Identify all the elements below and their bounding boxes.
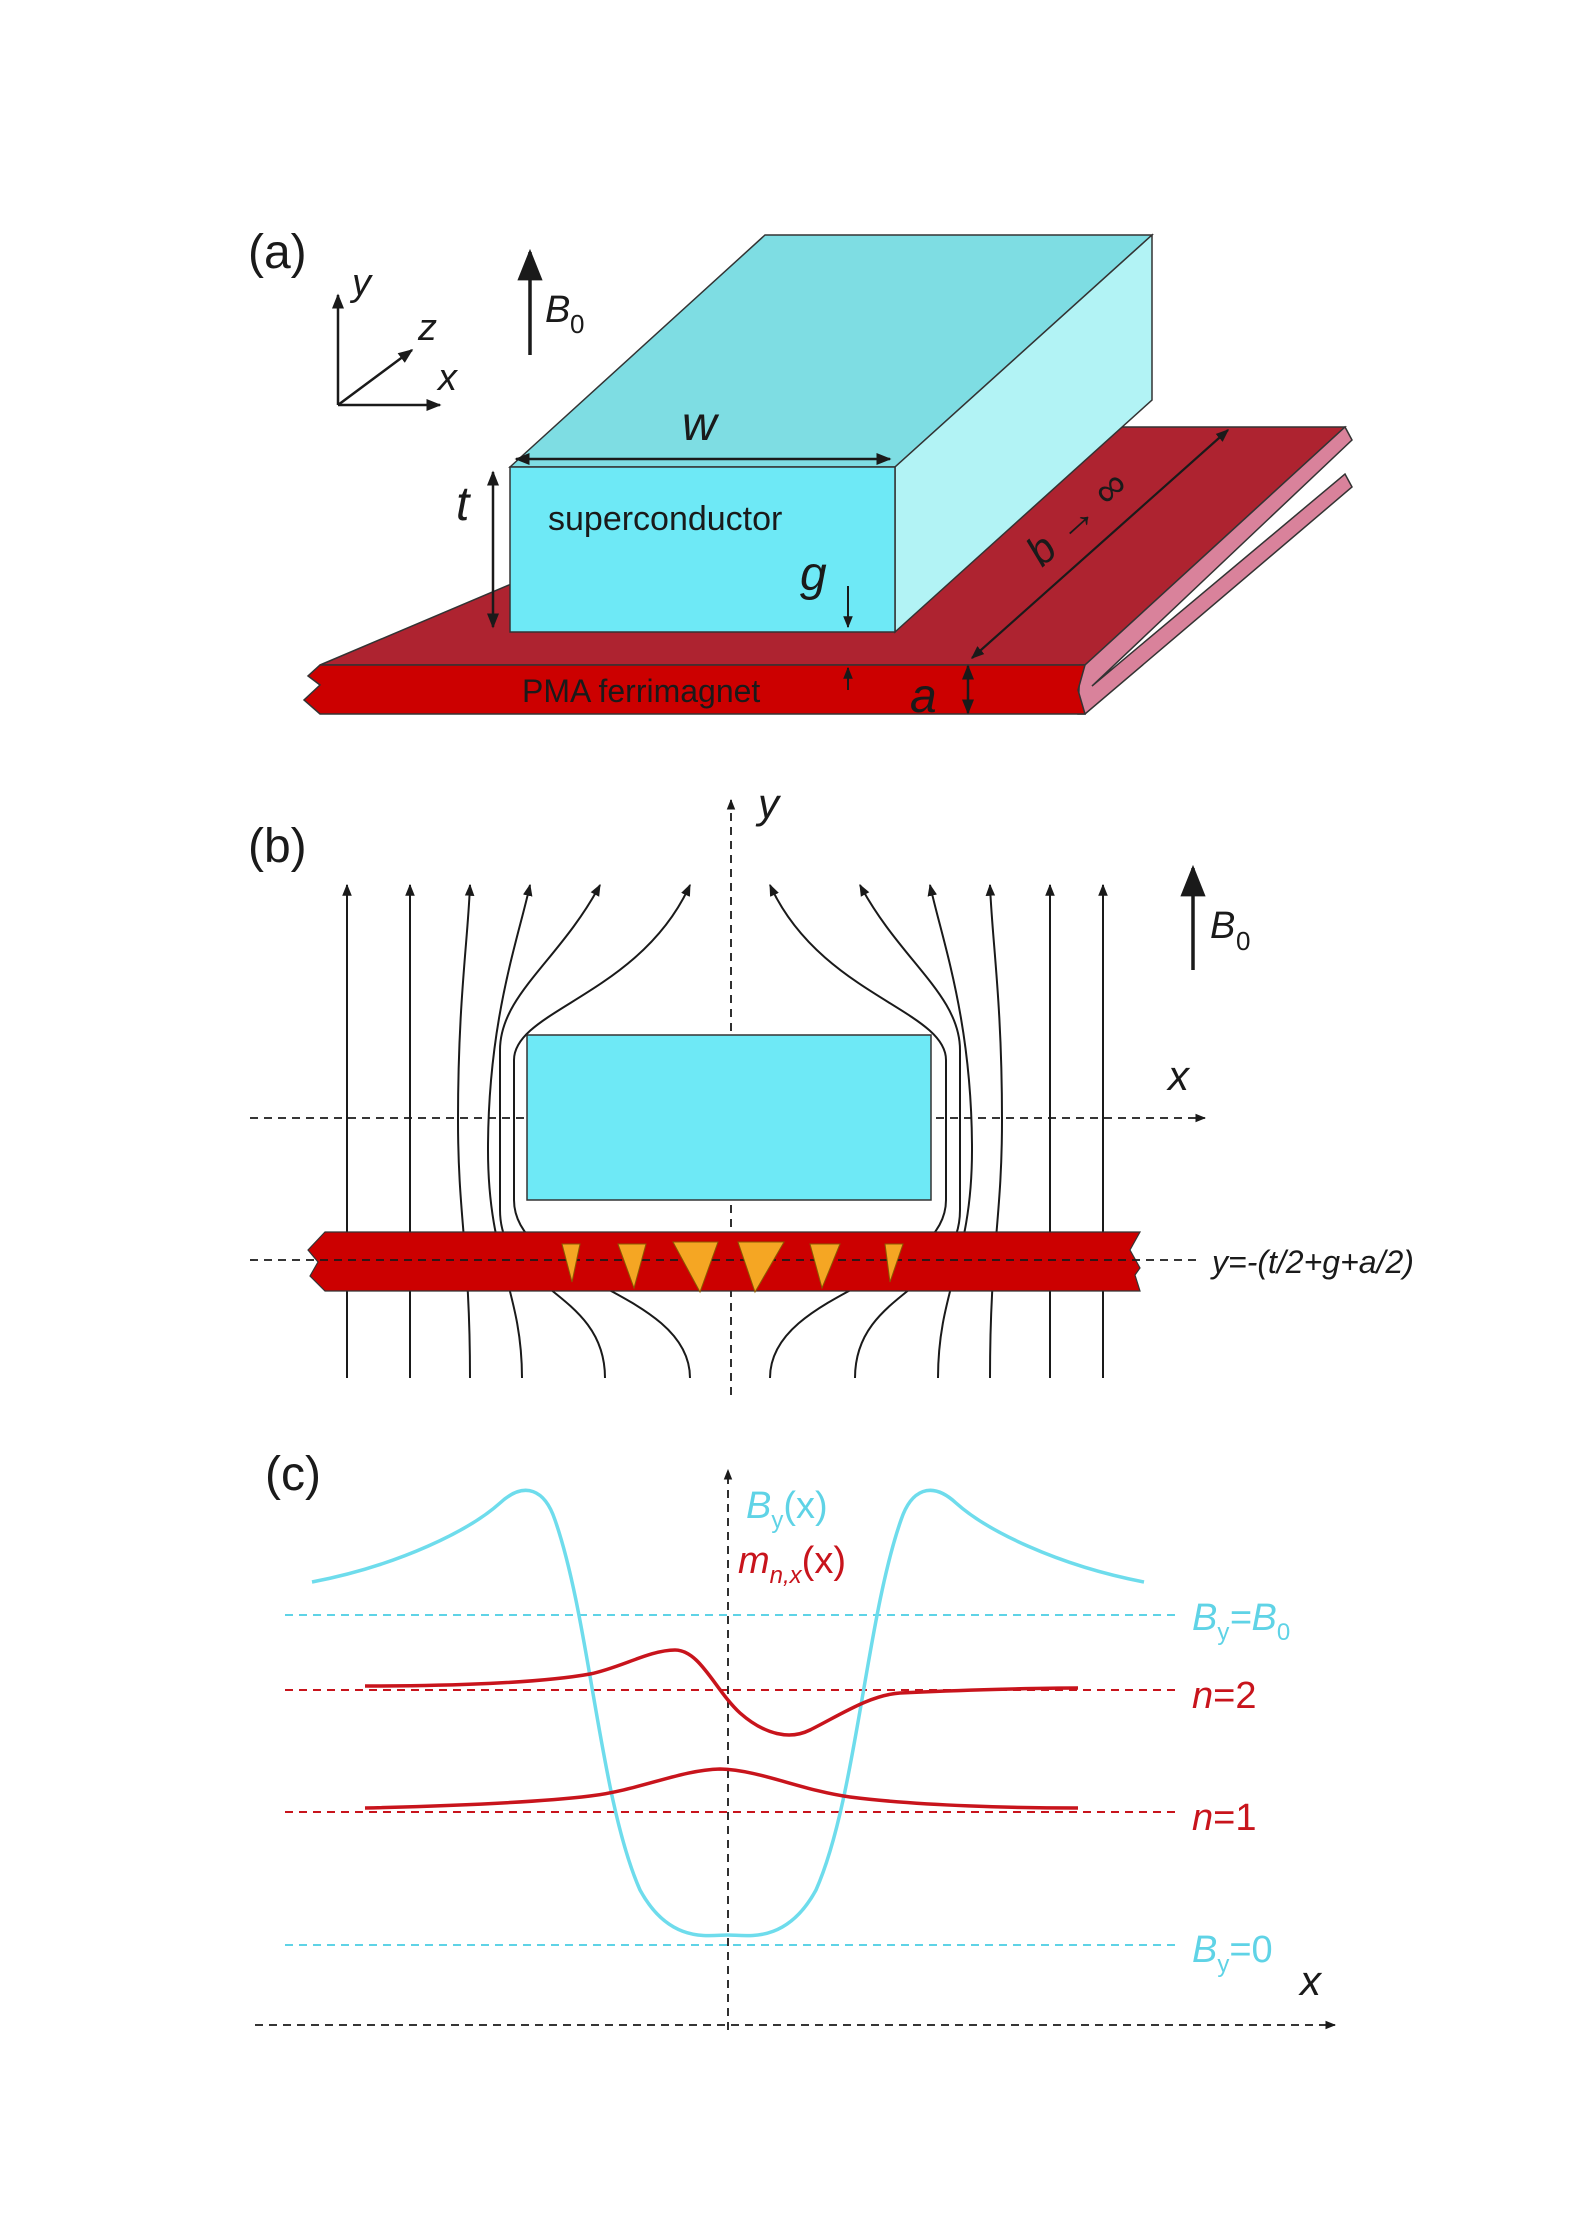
sc-front-face bbox=[509, 466, 896, 633]
magnetization-cones bbox=[561, 1241, 904, 1294]
cone bbox=[617, 1243, 647, 1290]
cone bbox=[809, 1243, 841, 1290]
c-x-axis-label: x bbox=[1298, 1957, 1323, 2004]
ref-label-n2: n=2 bbox=[1192, 1675, 1256, 1717]
cone bbox=[561, 1243, 581, 1283]
w-label: w bbox=[682, 398, 720, 451]
field-line bbox=[513, 883, 691, 1379]
magnon-n2-curve bbox=[364, 1648, 1079, 1737]
field-line bbox=[927, 883, 974, 1379]
magnon-n1-curve bbox=[364, 1767, 1079, 1810]
m-curve-label: mn,x(x) bbox=[738, 1540, 846, 1589]
panel-c: (c) x By(x) mn,x(x) By=B0 n=2 n=1 By=0 bbox=[255, 1448, 1337, 2030]
cone bbox=[672, 1241, 719, 1294]
superconductor-label: superconductor bbox=[548, 500, 782, 538]
panel-a-label: (a) bbox=[248, 226, 307, 279]
panel-a: (a) y z x B 0 PMA ferrimagnet bbox=[248, 226, 1353, 723]
field-line bbox=[854, 883, 961, 1379]
ref-label-b0: By=B0 bbox=[1192, 1597, 1290, 1646]
axes-triad: y z x bbox=[332, 262, 459, 411]
triad-z-label: z bbox=[417, 307, 437, 349]
triad-y-label: y bbox=[349, 262, 373, 304]
field-line bbox=[456, 883, 475, 1379]
a-label: a bbox=[910, 670, 937, 723]
ferrimagnet-label: PMA ferrimagnet bbox=[522, 673, 760, 709]
film-front-face bbox=[302, 664, 1086, 715]
by-curve-label: By(x) bbox=[746, 1485, 828, 1534]
b-x-axis-label: x bbox=[1166, 1052, 1191, 1099]
dimension-t: t bbox=[456, 470, 499, 629]
t-label: t bbox=[456, 478, 471, 531]
field-line bbox=[486, 883, 533, 1379]
panel-b-label: (b) bbox=[248, 820, 307, 873]
g-label: g bbox=[800, 548, 827, 601]
ref-label-zero: By=0 bbox=[1192, 1929, 1273, 1978]
dimension-a: a bbox=[910, 664, 974, 723]
b-y-axis-label: y bbox=[755, 780, 782, 827]
triad-z-axis bbox=[337, 348, 414, 407]
field-label: B bbox=[545, 289, 570, 331]
ref-label-n1: n=1 bbox=[1192, 1797, 1256, 1839]
cone bbox=[884, 1243, 904, 1283]
b-superconductor bbox=[526, 1034, 932, 1201]
panel-b: (b) y x B 0 y=-(t/2+g+a/2) bbox=[248, 780, 1414, 1395]
field-line bbox=[769, 883, 947, 1379]
b-arrow bbox=[971, 429, 1229, 659]
field-line bbox=[985, 883, 1004, 1379]
dimension-w: w bbox=[514, 398, 892, 465]
field-b0-indicator: B 0 bbox=[517, 248, 584, 355]
b-film-center-label: y=-(t/2+g+a/2) bbox=[1210, 1244, 1414, 1280]
dimension-g: g bbox=[800, 548, 853, 690]
b-field-label: B bbox=[1210, 905, 1235, 947]
panel-c-label: (c) bbox=[265, 1448, 321, 1501]
b-ferrimagnet bbox=[307, 1231, 1142, 1292]
cone bbox=[737, 1241, 785, 1294]
by-curve bbox=[311, 1488, 1145, 1938]
b-field-label-sub: 0 bbox=[1236, 926, 1250, 956]
field-line bbox=[499, 883, 606, 1379]
field-label-sub: 0 bbox=[570, 309, 584, 339]
triad-x-label: x bbox=[436, 357, 459, 399]
